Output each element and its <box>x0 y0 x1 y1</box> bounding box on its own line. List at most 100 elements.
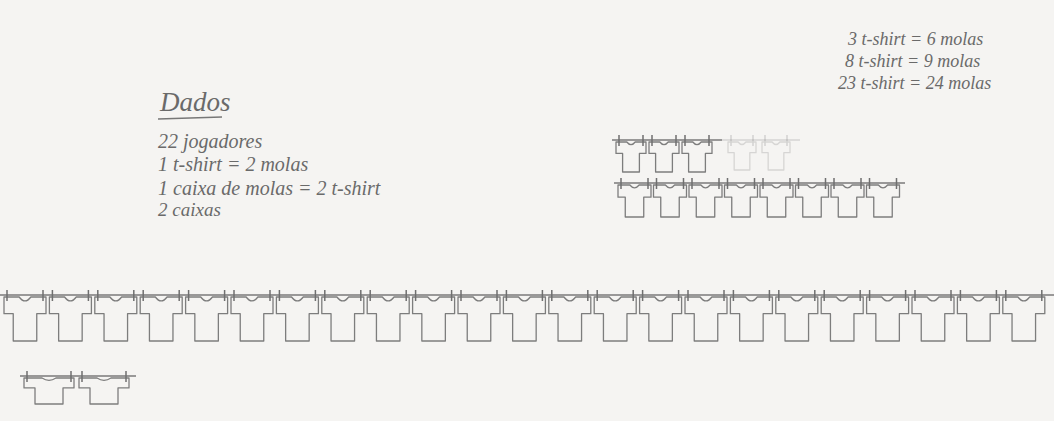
clothes-peg <box>125 371 127 382</box>
clothes-peg <box>752 135 754 146</box>
t-shirt <box>912 297 954 341</box>
clothes-peg <box>324 290 326 301</box>
clothes-peg <box>632 290 634 301</box>
t-shirt <box>140 297 182 341</box>
clothes-peg <box>778 290 780 301</box>
clothes-peg <box>723 290 725 301</box>
clothes-peg <box>70 371 72 382</box>
clothes-peg <box>647 178 649 189</box>
t-shirt <box>728 142 756 170</box>
note-text: 8 t-shirt = 9 molas <box>845 52 980 72</box>
clothes-peg <box>996 290 998 301</box>
t-shirt <box>367 297 409 341</box>
clothes-peg <box>960 290 962 301</box>
t-shirt <box>231 297 273 341</box>
clothes-peg <box>675 135 677 146</box>
clothes-peg <box>860 178 862 189</box>
note-text: 22 jogadores <box>158 130 262 152</box>
t-shirt <box>730 297 772 341</box>
clothes-peg <box>869 178 871 189</box>
underline <box>158 117 222 119</box>
clothes-peg <box>178 290 180 301</box>
clothesline <box>612 139 722 140</box>
t-shirt <box>867 297 909 341</box>
clothes-peg <box>496 290 498 301</box>
clothes-peg <box>188 290 190 301</box>
clothes-peg <box>708 135 710 146</box>
shirt-row <box>4 290 1045 341</box>
clothes-peg <box>789 178 791 189</box>
shirt-row <box>24 371 129 404</box>
clothes-peg <box>814 290 816 301</box>
clothes-peg <box>224 290 226 301</box>
t-shirt <box>549 297 591 341</box>
clothes-peg <box>620 178 622 189</box>
clothes-peg <box>798 178 800 189</box>
clothes-peg <box>656 178 658 189</box>
t-shirt <box>79 378 129 404</box>
clothes-peg <box>642 290 644 301</box>
t-shirt <box>957 297 999 341</box>
shirt-row <box>618 178 900 217</box>
clothes-peg <box>1005 290 1007 301</box>
t-shirt <box>618 185 651 217</box>
note-text: 2 caixas <box>158 200 221 221</box>
clothes-peg <box>825 178 827 189</box>
clothes-peg <box>833 178 835 189</box>
clothes-peg <box>730 135 732 146</box>
clothes-peg <box>551 290 553 301</box>
clothes-peg <box>764 135 766 146</box>
t-shirt <box>186 297 228 341</box>
t-shirt <box>458 297 500 341</box>
clothes-peg <box>733 290 735 301</box>
clothes-peg <box>360 290 362 301</box>
t-shirt <box>821 297 863 341</box>
t-shirt <box>413 297 455 341</box>
t-shirt <box>682 142 712 172</box>
clothes-peg <box>6 290 8 301</box>
clothesline <box>0 294 1054 295</box>
clothes-peg <box>678 290 680 301</box>
clothes-peg <box>769 290 771 301</box>
t-shirt <box>762 142 790 170</box>
clothes-peg <box>542 290 544 301</box>
clothes-peg <box>596 290 598 301</box>
clothes-peg <box>279 290 281 301</box>
clothes-peg <box>823 290 825 301</box>
clothes-peg <box>26 371 28 382</box>
t-shirt <box>24 378 74 404</box>
clothes-peg <box>52 290 54 301</box>
clothes-peg <box>42 290 44 301</box>
clothes-peg <box>869 290 871 301</box>
clothes-peg <box>269 290 271 301</box>
clothes-peg <box>233 290 235 301</box>
clothes-peg <box>684 135 686 146</box>
clothes-peg <box>506 290 508 301</box>
t-shirt <box>276 297 318 341</box>
shirt-group <box>0 135 1054 404</box>
clothes-peg <box>142 290 144 301</box>
clothes-peg <box>315 290 317 301</box>
t-shirt <box>95 297 137 341</box>
t-shirt <box>322 297 364 341</box>
note-text: 3 t-shirt = 6 molas <box>848 30 983 50</box>
t-shirt <box>776 297 818 341</box>
clothes-peg <box>683 178 685 189</box>
t-shirt <box>503 297 545 341</box>
clothesline <box>20 375 136 376</box>
t-shirt <box>654 185 687 217</box>
clothes-peg <box>687 290 689 301</box>
t-shirt <box>649 142 679 172</box>
t-shirt <box>616 142 646 172</box>
clothes-peg <box>405 290 407 301</box>
t-shirt <box>831 185 864 217</box>
heading-text: Dados <box>160 88 231 118</box>
note-text: 1 t-shirt = 2 molas <box>158 153 308 175</box>
clothes-peg <box>133 290 135 301</box>
t-shirt <box>594 297 636 341</box>
clothes-peg <box>727 178 729 189</box>
t-shirt <box>640 297 682 341</box>
clothes-peg <box>451 290 453 301</box>
t-shirt <box>4 297 46 341</box>
